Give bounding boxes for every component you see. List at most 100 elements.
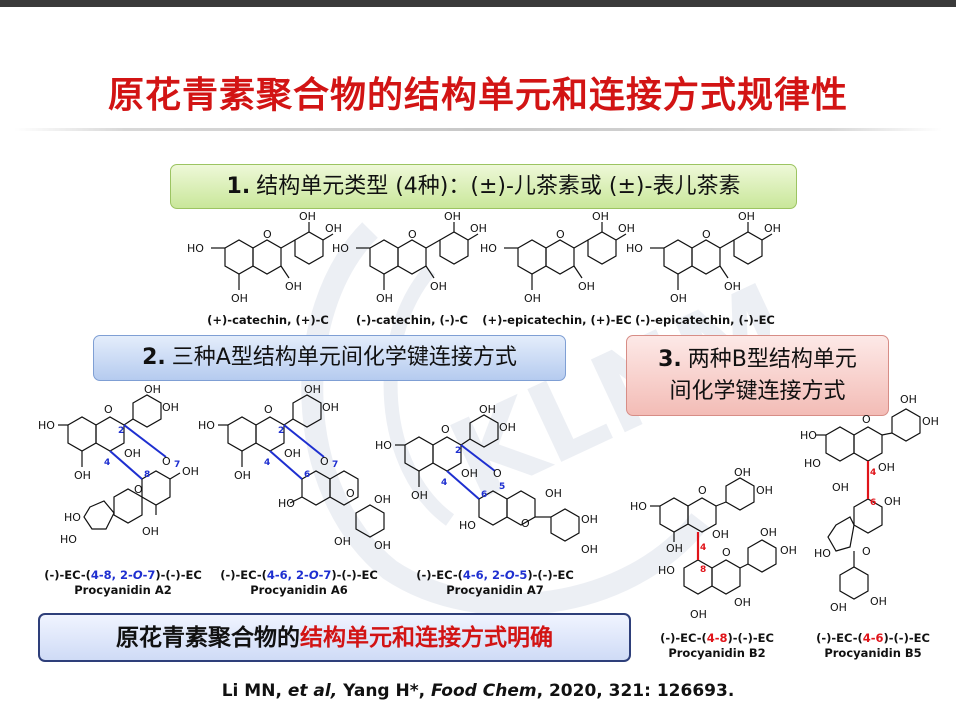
monomer-label-1: (+)-catechin, (+)-C [207, 313, 329, 327]
title-divider [14, 128, 942, 131]
section-2-number: 2. [142, 345, 166, 370]
svg-text:OH: OH [734, 466, 751, 479]
slide-title: 原花青素聚合物的结构单元和连接方式规律性 [107, 75, 848, 116]
a7-caption: (-)-EC-(4-6, 2-O-5)-(-)-EC Procyanidin A… [416, 568, 574, 597]
svg-text:OH: OH [430, 280, 447, 293]
a2-name: Procyanidin A2 [74, 583, 172, 597]
section-1-text: 结构单元类型 (4种)：(±)-儿茶素或 (±)-表儿茶素 [256, 173, 741, 199]
svg-text:O: O [408, 228, 417, 241]
svg-text:O: O [493, 467, 502, 480]
svg-text:HO: HO [375, 439, 392, 452]
svg-text:HO: HO [459, 519, 476, 532]
svg-text:OH: OH [284, 447, 301, 460]
svg-text:O: O [702, 228, 711, 241]
svg-text:OH: OH [760, 526, 777, 539]
a7-name: Procyanidin A7 [446, 583, 544, 597]
svg-text:HO: HO [198, 419, 215, 432]
citation: Li MN, et al, Yang H*, Food Chem, 2020, … [221, 681, 735, 701]
svg-text:HO: HO [626, 242, 643, 255]
svg-text:OH: OH [618, 222, 635, 235]
svg-text:OH: OH [690, 608, 707, 621]
b2-name: Procyanidin B2 [668, 646, 766, 660]
svg-text:HO: HO [332, 242, 349, 255]
a-type-structure-a6: HO OH OH OH OH HO OH OH OH O O O 2 4 6 7 [198, 383, 391, 552]
svg-text:O: O [722, 546, 731, 559]
svg-text:OH: OH [499, 421, 516, 434]
svg-text:O: O [862, 545, 871, 558]
svg-text:HO: HO [480, 242, 497, 255]
svg-text:OH: OH [325, 222, 342, 235]
svg-text:OH: OH [670, 292, 687, 305]
svg-text:HO: HO [800, 429, 817, 442]
svg-text:OH: OH [374, 493, 391, 506]
svg-text:7: 7 [174, 460, 180, 470]
b-type-structure-b5: HO HO OH OH OH OH OH HO OH OH O O 4 6 [800, 393, 939, 614]
svg-text:O: O [556, 228, 565, 241]
monomer-label-3: (+)-epicatechin, (+)-EC [482, 313, 632, 327]
svg-text:2: 2 [278, 426, 284, 436]
monomer-structure-2: HO OH OH OH OH O [332, 210, 487, 305]
svg-text:OH: OH [470, 222, 487, 235]
svg-text:HO: HO [38, 419, 55, 432]
svg-text:HO: HO [804, 457, 821, 470]
svg-text:7: 7 [332, 460, 338, 470]
svg-text:O: O [104, 403, 113, 416]
svg-text:OH: OH [334, 535, 351, 548]
b-type-structure-b2: HO OH OH OH OH HO OH OH OH OH O O 4 8 [630, 466, 797, 621]
svg-text:OH: OH [461, 467, 478, 480]
svg-text:6: 6 [304, 470, 310, 480]
svg-text:O: O [134, 483, 143, 496]
svg-text:8: 8 [700, 565, 706, 575]
section-2-banner: 2.三种A型结构单元间化学键连接方式 [93, 335, 566, 381]
svg-text:O: O [441, 423, 450, 436]
svg-text:OH: OH [444, 210, 461, 223]
b5-name: Procyanidin B5 [824, 646, 922, 660]
svg-text:OH: OH [285, 280, 302, 293]
svg-text:O: O [862, 413, 871, 426]
svg-text:OH: OH [524, 292, 541, 305]
conclusion-banner: 原花青素聚合物的结构单元和连接方式明确 [38, 613, 631, 662]
svg-text:4: 4 [700, 543, 706, 553]
svg-text:O: O [263, 228, 272, 241]
section-1-banner: 1.结构单元类型 (4种)：(±)-儿茶素或 (±)-表儿茶素 [170, 164, 797, 209]
svg-text:O: O [162, 455, 171, 468]
svg-text:OH: OH [922, 415, 939, 428]
svg-text:OH: OH [376, 292, 393, 305]
svg-text:HO: HO [814, 547, 831, 560]
svg-text:2: 2 [118, 426, 124, 436]
monomer-structure-3: HO OH OH OH OH O [480, 210, 635, 305]
svg-text:HO: HO [278, 497, 295, 510]
conclusion-part2: 结构单元和连接方式明确 [300, 624, 553, 651]
section-3-number: 3. [658, 346, 682, 372]
svg-text:OH: OH [756, 484, 773, 497]
svg-text:OH: OH [870, 595, 887, 608]
svg-text:OH: OH [304, 383, 321, 396]
svg-text:4: 4 [264, 458, 270, 468]
svg-text:O: O [346, 487, 355, 500]
svg-text:5: 5 [499, 482, 505, 492]
svg-text:OH: OH [299, 210, 316, 223]
a2-caption: (-)-EC-(4-8, 2-O-7)-(-)-EC Procyanidin A… [44, 568, 202, 597]
svg-text:OH: OH [832, 481, 849, 494]
conclusion-part1: 原花青素聚合物的 [116, 624, 300, 651]
svg-text:OH: OH [724, 280, 741, 293]
svg-text:OH: OH [231, 292, 248, 305]
svg-text:OH: OH [374, 539, 391, 552]
svg-text:O: O [320, 455, 329, 468]
svg-text:OH: OH [162, 401, 179, 414]
svg-text:OH: OH [182, 465, 199, 478]
svg-text:OH: OH [592, 210, 609, 223]
section-1-number: 1. [226, 173, 251, 199]
svg-text:OH: OH [764, 222, 781, 235]
b5-caption: (-)-EC-(4-6)-(-)-EC Procyanidin B5 [816, 631, 930, 660]
svg-text:HO: HO [64, 511, 81, 524]
monomer-label-2: (-)-catechin, (-)-C [356, 313, 468, 327]
section-3-line1: 两种B型结构单元 [687, 346, 857, 372]
svg-text:OH: OH [830, 601, 847, 614]
svg-text:HO: HO [60, 533, 77, 546]
window-top-bar [0, 0, 956, 7]
monomer-structure-1: HO OH OH OH OH O [187, 210, 342, 305]
section-2-text: 三种A型结构单元间化学键连接方式 [171, 345, 517, 370]
svg-text:OH: OH [322, 401, 339, 414]
svg-text:OH: OH [666, 542, 683, 555]
